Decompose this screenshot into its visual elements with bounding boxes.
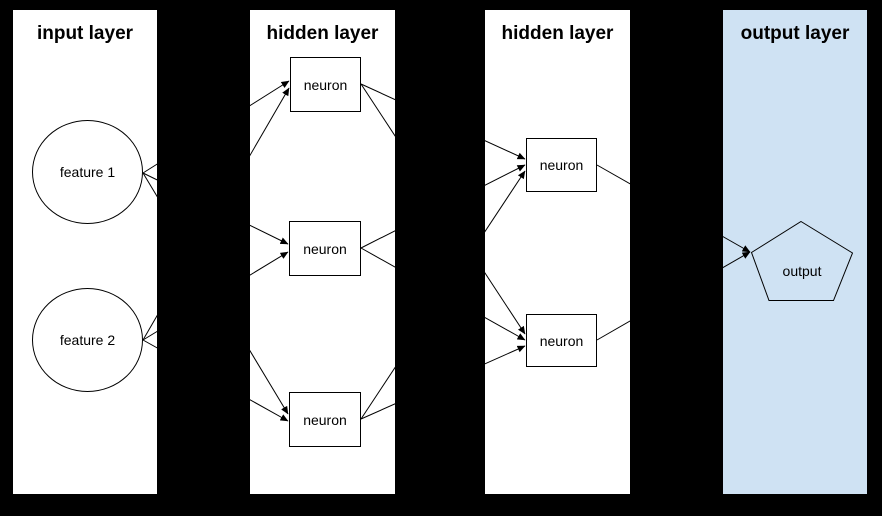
hidden-layer-1-title: hidden layer	[266, 23, 379, 44]
node-neuron-h2-2[interactable]: neuron	[526, 314, 597, 367]
node-feature-2[interactable]: feature 2	[32, 288, 143, 392]
node-neuron-h2-2-label: neuron	[539, 332, 584, 349]
node-feature-1[interactable]: feature 1	[32, 120, 143, 224]
input-layer-title: input layer	[36, 23, 134, 44]
node-neuron-h1-1-label: neuron	[303, 76, 348, 93]
node-neuron-h1-2[interactable]: neuron	[289, 221, 361, 276]
node-neuron-h1-3[interactable]: neuron	[289, 392, 361, 447]
panel-input-layer: input layer	[13, 10, 157, 494]
node-neuron-h1-2-label: neuron	[303, 240, 347, 257]
node-neuron-h2-1[interactable]: neuron	[526, 138, 597, 192]
panel-hidden-layer-2: hidden layer	[485, 10, 630, 494]
node-feature-1-label: feature 1	[59, 164, 116, 180]
output-layer-title: output layer	[740, 23, 850, 44]
pentagon-shape-icon	[751, 221, 853, 301]
node-feature-2-label: feature 2	[59, 332, 116, 348]
node-neuron-h1-3-label: neuron	[303, 411, 347, 428]
node-neuron-h2-1-label: neuron	[539, 157, 584, 173]
hidden-layer-2-title: hidden layer	[501, 23, 614, 44]
node-output-label: output	[782, 263, 822, 279]
node-neuron-h1-1[interactable]: neuron	[290, 57, 361, 112]
node-output[interactable]: output	[751, 221, 853, 301]
